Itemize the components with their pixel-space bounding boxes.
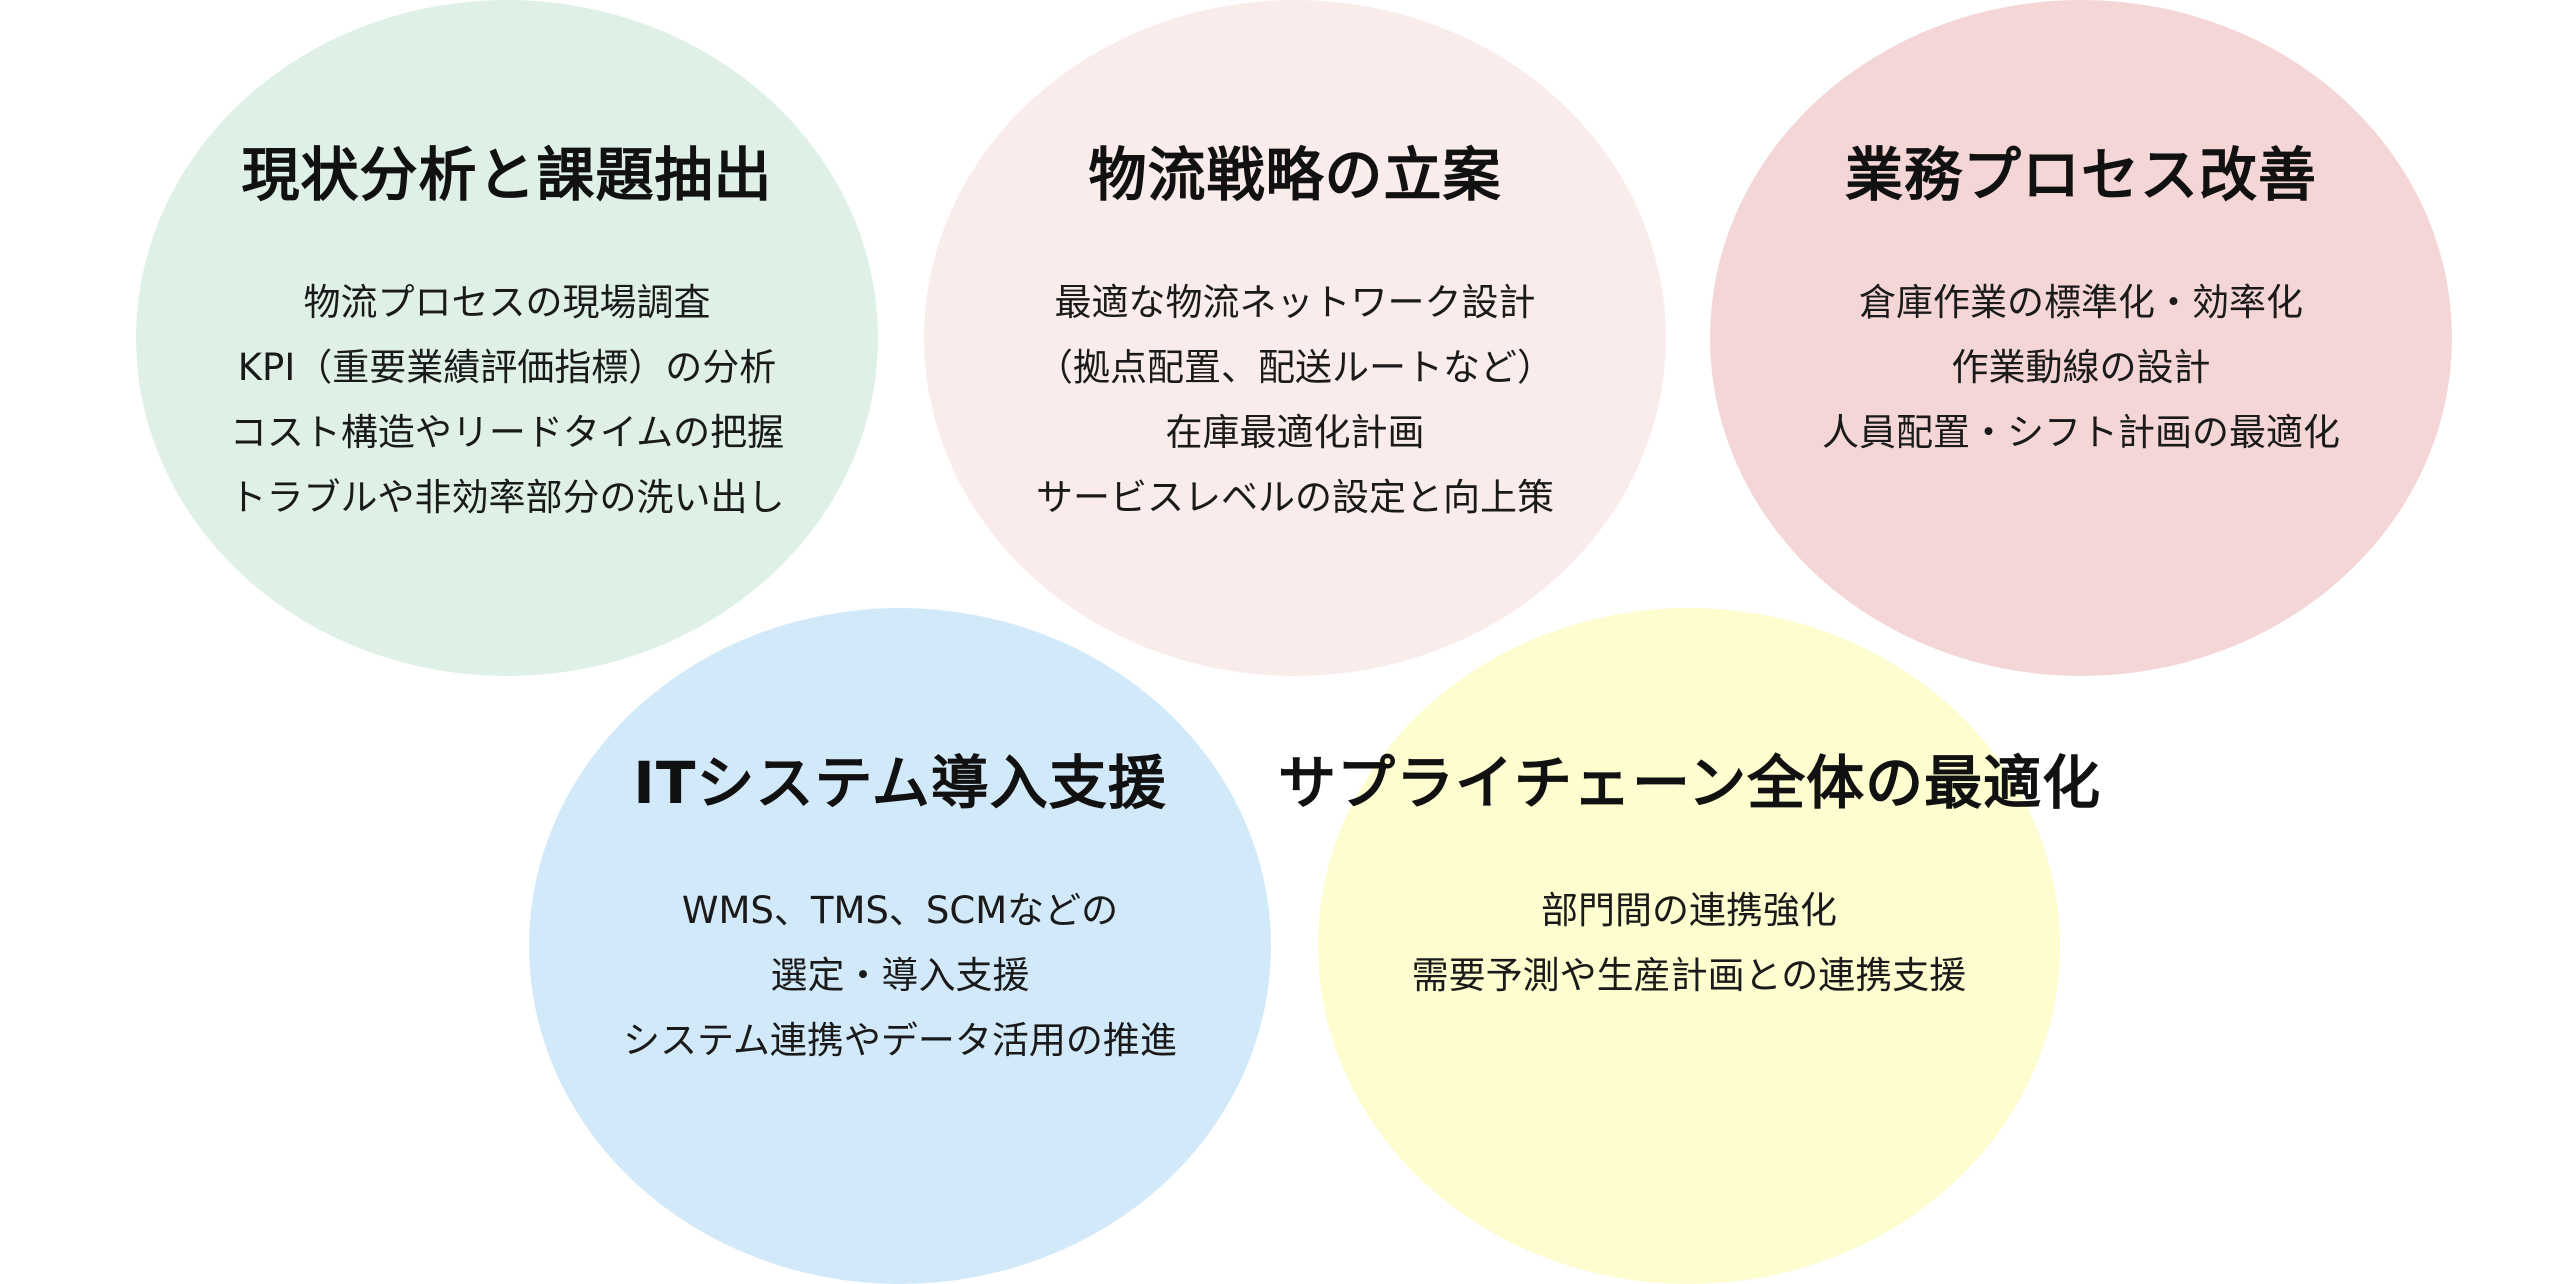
circle-item: トラブルや非効率部分の洗い出し [229,476,785,519]
circle-items: 物流プロセスの現場調査 KPI（重要業績評価指標）の分析 コスト構造やリードタイ… [136,270,878,530]
circle-items: WMS、TMS、SCMなどの 選定・導入支援 システム連携やデータ活用の推進 [529,878,1271,1073]
circle-item: 作業動線の設計 [1951,346,2211,389]
circle-item: 部門間の連携強化 [1541,889,1837,932]
circle-title: 現状分析と課題抽出 [241,141,773,209]
circle-items: 最適な物流ネットワーク設計 （拠点配置、配送ルートなど） 在庫最適化計画 サービ… [924,270,1666,530]
circle-item: WMS、TMS、SCMなどの [681,889,1119,932]
circle-supply-chain-optimization: サプライチェーン全体の最適化 部門間の連携強化 需要予測や生産計画との連携支援 [1278,608,2100,1284]
circle-it-system-support: ITシステム導入支援 WMS、TMS、SCMなどの 選定・導入支援 システム連携… [529,608,1271,1284]
circle-item: 需要予測や生産計画との連携支援 [1411,954,1967,997]
circle-item: サービスレベルの設定と向上策 [1036,476,1554,519]
circle-title: 業務プロセス改善 [1844,141,2317,209]
circle-items: 部門間の連携強化 需要予測や生産計画との連携支援 [1318,878,2060,1008]
circle-title: ITシステム導入支援 [633,749,1167,817]
circle-item: 在庫最適化計画 [1165,411,1425,454]
circle-item: KPI（重要業績評価指標）の分析 [237,346,777,389]
circle-process-improvement: 業務プロセス改善 倉庫作業の標準化・効率化 作業動線の設計 人員配置・シフト計画… [1710,0,2452,676]
circle-item: 物流プロセスの現場調査 [303,281,711,324]
circle-item: 人員配置・シフト計画の最適化 [1822,411,2340,454]
circle-item: コスト構造やリードタイムの把握 [229,411,785,454]
circle-item: （拠点配置、配送ルートなど） [1036,346,1554,389]
circle-item: 倉庫作業の標準化・効率化 [1859,281,2303,324]
circle-logistics-strategy: 物流戦略の立案 最適な物流ネットワーク設計 （拠点配置、配送ルートなど） 在庫最… [924,0,1666,676]
circle-title: 物流戦略の立案 [1088,141,1502,209]
circle-item: 選定・導入支援 [770,954,1030,997]
circle-item: 最適な物流ネットワーク設計 [1054,281,1536,324]
circle-title: サプライチェーン全体の最適化 [1278,749,2102,817]
circle-current-analysis: 現状分析と課題抽出 物流プロセスの現場調査 KPI（重要業績評価指標）の分析 コ… [136,0,878,676]
circle-items: 倉庫作業の標準化・効率化 作業動線の設計 人員配置・シフト計画の最適化 [1710,270,2452,465]
circle-item: システム連携やデータ活用の推進 [623,1019,1177,1062]
